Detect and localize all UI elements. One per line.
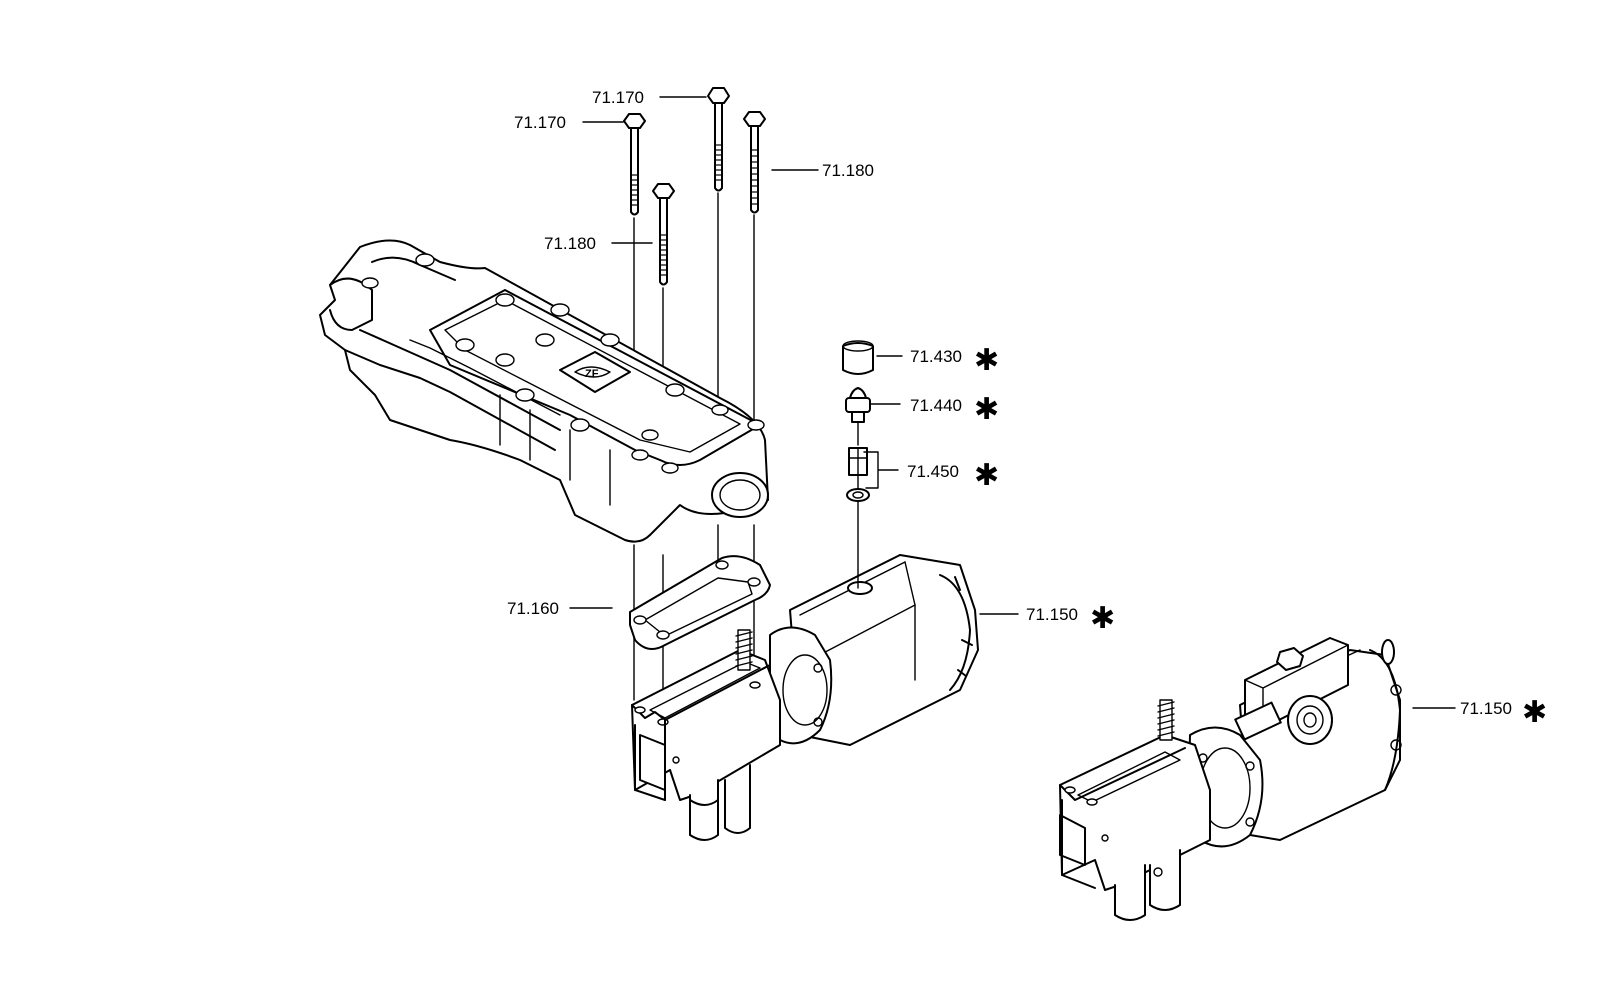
part-number: 71.450 bbox=[907, 462, 959, 481]
transmission-housing: ZF bbox=[319, 239, 769, 543]
svg-text:ZF: ZF bbox=[585, 368, 599, 380]
asterisk-icon: ✱ bbox=[1522, 695, 1547, 730]
part-label-71-150-assembled: 71.150 ✱ bbox=[1460, 695, 1547, 730]
part-label-71-180-right: 71.180 bbox=[822, 161, 874, 180]
cap-71-430 bbox=[842, 340, 874, 375]
gasket-71-160 bbox=[629, 555, 771, 650]
shift-cylinder-71-150-exploded bbox=[631, 554, 979, 841]
part-number: 71.180 bbox=[822, 161, 874, 180]
asterisk-icon: ✱ bbox=[974, 392, 999, 427]
bolt-71-170-left bbox=[623, 113, 646, 216]
part-number: 71.150 bbox=[1026, 605, 1078, 624]
part-number: 71.180 bbox=[544, 234, 596, 253]
fitting-71-450 bbox=[846, 447, 870, 589]
part-number: 71.150 bbox=[1460, 699, 1512, 718]
part-label-71-450: 71.450 ✱ bbox=[907, 458, 999, 493]
part-number: 71.430 bbox=[910, 347, 962, 366]
part-number: 71.440 bbox=[910, 396, 962, 415]
bolt-71-180-right bbox=[743, 111, 766, 214]
asterisk-icon: ✱ bbox=[974, 343, 999, 378]
asterisk-icon: ✱ bbox=[974, 458, 999, 493]
asterisk-icon: ✱ bbox=[1090, 601, 1115, 636]
part-number: 71.170 bbox=[514, 113, 566, 132]
part-label-71-150-exploded: 71.150 ✱ bbox=[1026, 601, 1115, 636]
part-label-71-160: 71.160 bbox=[507, 599, 559, 618]
bolt-71-180-left bbox=[652, 183, 675, 286]
part-label-71-180-left: 71.180 bbox=[544, 234, 596, 253]
bolt-71-170-center bbox=[707, 87, 730, 192]
part-label-71-430: 71.430 ✱ bbox=[910, 343, 999, 378]
sensor-71-440 bbox=[845, 387, 871, 446]
part-label-71-440: 71.440 ✱ bbox=[910, 392, 999, 427]
leader-lines bbox=[569, 96, 1456, 709]
part-label-71-170-center: 71.170 bbox=[592, 88, 644, 107]
shift-cylinder-71-150-assembled bbox=[1059, 637, 1402, 921]
part-label-71-170-left: 71.170 bbox=[514, 113, 566, 132]
part-number: 71.160 bbox=[507, 599, 559, 618]
part-number: 71.170 bbox=[592, 88, 644, 107]
